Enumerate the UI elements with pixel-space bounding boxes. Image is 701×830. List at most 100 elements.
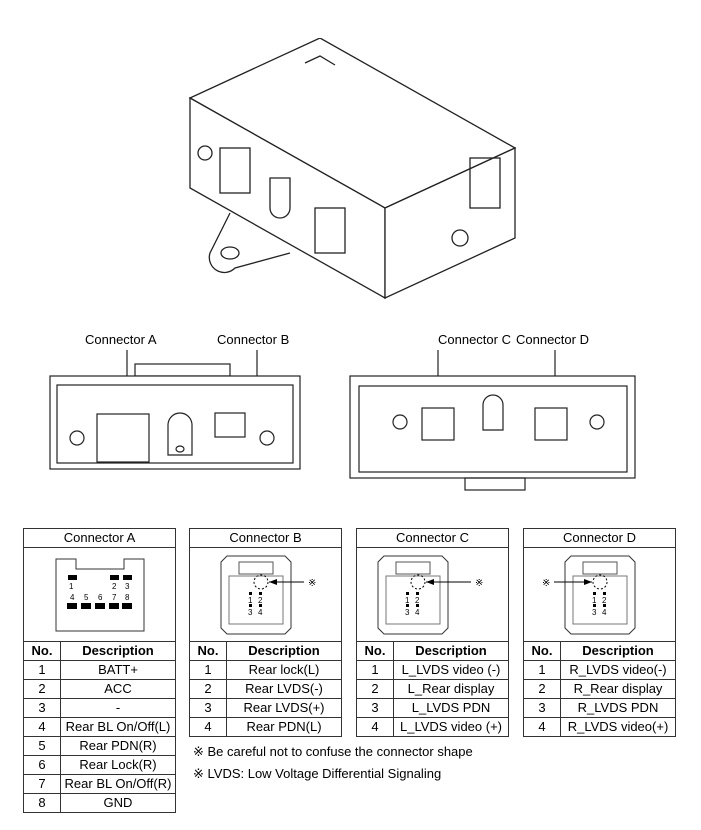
pin-label: 5 — [84, 593, 89, 602]
pin-number: 4 — [23, 717, 61, 737]
pin-description: L_LVDS video (-) — [393, 660, 509, 680]
pin-description: L_LVDS video (+) — [393, 717, 509, 737]
pin-description: Rear LVDS(+) — [226, 698, 342, 718]
pin-number: 1 — [23, 660, 61, 680]
pin-label: 8 — [125, 593, 130, 602]
note-connector-shape: ※ Be careful not to confuse the connecto… — [193, 744, 473, 759]
front-view-cd — [349, 350, 636, 491]
pin-label: 3 — [125, 582, 130, 591]
pin-number: 3 — [189, 698, 227, 718]
pin-number: 3 — [356, 698, 394, 718]
pin-number: 4 — [189, 717, 227, 737]
pin-description: R_LVDS PDN — [560, 698, 676, 718]
pin-label: 7 — [112, 593, 117, 602]
pin-number: 1 — [189, 660, 227, 680]
pin-label: 2 — [415, 596, 420, 605]
pin-number: 4 — [356, 717, 394, 737]
pin-description: BATT+ — [60, 660, 176, 680]
column-header-no: No. — [356, 641, 394, 661]
pin-description: Rear lock(L) — [226, 660, 342, 680]
pin-label: 4 — [258, 608, 263, 617]
pin-description: Rear LVDS(-) — [226, 679, 342, 699]
table-title: Connector D — [523, 528, 676, 548]
table-title: Connector C — [356, 528, 509, 548]
column-header-description: Description — [393, 641, 509, 661]
pin-number: 2 — [356, 679, 394, 699]
pin-description: ACC — [60, 679, 176, 699]
table-title: Connector B — [189, 528, 342, 548]
pin-label: 3 — [405, 608, 410, 617]
pin-description: Rear PDN(L) — [226, 717, 342, 737]
pin-label: 2 — [602, 596, 607, 605]
pin-number: 2 — [23, 679, 61, 699]
pin-number: 1 — [523, 660, 561, 680]
pin-description: R_LVDS video(+) — [560, 717, 676, 737]
connector-a-face-icon: 1 2 3 4 5 6 7 8 — [55, 558, 144, 631]
pin-label: 4 — [70, 593, 75, 602]
pin-label: 1 — [592, 596, 597, 605]
pin-number: 7 — [23, 774, 61, 794]
column-header-no: No. — [523, 641, 561, 661]
pin-label: 4 — [602, 608, 607, 617]
pin-label: 1 — [405, 596, 410, 605]
pin-label: 3 — [592, 608, 597, 617]
table-row: 3- — [23, 698, 176, 718]
pin-number: 6 — [23, 755, 61, 775]
caution-mark: ※ — [308, 578, 316, 589]
pin-label: 2 — [112, 582, 117, 591]
column-header-description: Description — [226, 641, 342, 661]
connector-a-label: Connector A — [85, 332, 157, 347]
pin-description: Rear PDN(R) — [60, 736, 176, 756]
pin-number: 4 — [523, 717, 561, 737]
pin-description: GND — [60, 793, 176, 813]
column-header-no: No. — [23, 641, 61, 661]
pin-label: 4 — [415, 608, 420, 617]
pin-description: - — [60, 698, 176, 718]
pin-label: 1 — [69, 582, 74, 591]
column-header-no: No. — [189, 641, 227, 661]
column-header-description: Description — [60, 641, 176, 661]
pin-number: 2 — [189, 679, 227, 699]
pin-label: 3 — [248, 608, 253, 617]
pin-number: 3 — [523, 698, 561, 718]
pin-description: Rear Lock(R) — [60, 755, 176, 775]
pin-number: 5 — [23, 736, 61, 756]
pin-number: 3 — [23, 698, 61, 718]
pin-description: L_Rear display — [393, 679, 509, 699]
note-lvds-definition: ※ LVDS: Low Voltage Differential Signali… — [193, 766, 442, 781]
pin-number: 1 — [356, 660, 394, 680]
connector-a-table: Connector A 1 2 3 4 5 6 7 8 No.Descripti… — [23, 528, 176, 813]
connector-b-label: Connector B — [217, 332, 290, 347]
table-title: Connector A — [23, 528, 176, 548]
column-header-description: Description — [560, 641, 676, 661]
caution-mark: ※ — [475, 578, 483, 589]
pin-description: Rear BL On/Off(L) — [60, 717, 176, 737]
pin-description: L_LVDS PDN — [393, 698, 509, 718]
caution-mark: ※ — [542, 578, 550, 589]
connector-d-label: Connector D — [516, 332, 589, 347]
pin-number: 2 — [523, 679, 561, 699]
pin-description: Rear BL On/Off(R) — [60, 774, 176, 794]
